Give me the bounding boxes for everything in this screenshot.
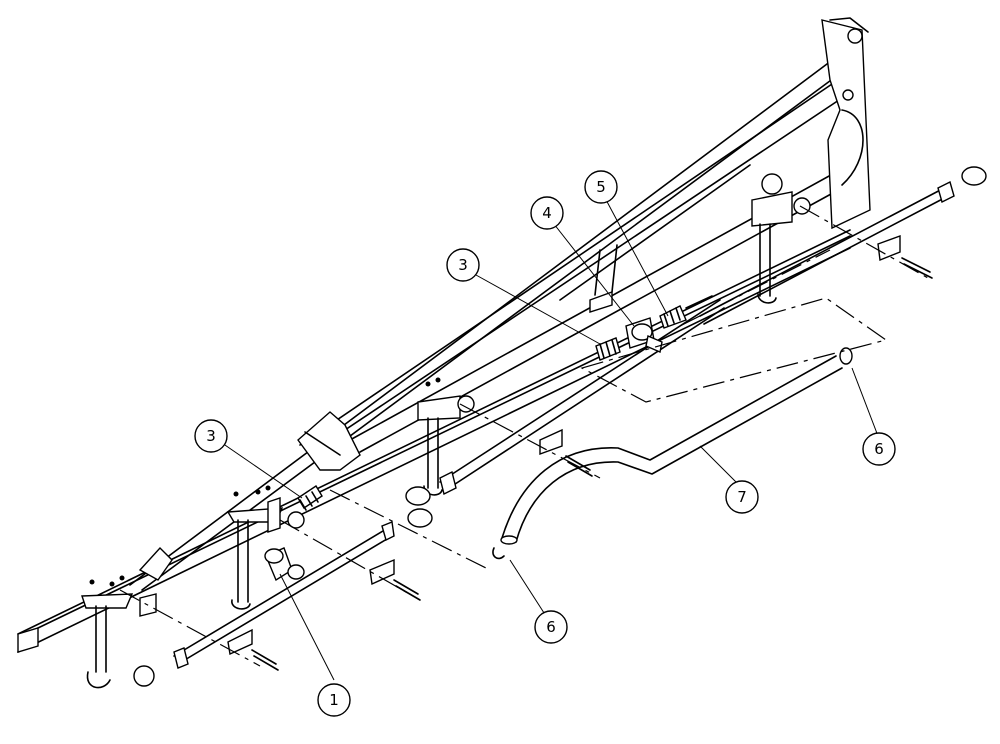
callout-7: 7 — [725, 480, 759, 514]
hose-assembly — [492, 347, 853, 560]
boom-frame — [17, 17, 871, 653]
callout-3-left: 3 — [194, 419, 228, 453]
hose-barb-fitting-5 — [659, 295, 713, 329]
hose-barb-fitting-left — [297, 485, 323, 511]
pipe-end-cap-lower — [407, 508, 433, 528]
hose-clamp-left — [492, 547, 505, 560]
right-spray-pipe — [699, 166, 987, 325]
hose-barb-fitting-3 — [595, 337, 621, 361]
callout-1: 1 — [317, 683, 351, 717]
right-mount-bracket — [751, 173, 811, 304]
callout-6-bottom-label: 6 — [546, 618, 556, 636]
callout-6-right: 6 — [862, 432, 896, 466]
elbow-fitting-1 — [264, 547, 305, 582]
callout-7-label: 7 — [737, 488, 747, 506]
pipe-end-cap — [133, 665, 155, 687]
leader-lines — [221, 195, 879, 681]
assembly-centerlines — [119, 205, 929, 667]
callout-3-right-label: 3 — [458, 256, 468, 274]
callout-4: 4 — [530, 196, 564, 230]
left-mount-bracket — [81, 575, 157, 689]
callout-5-label: 5 — [596, 178, 606, 196]
callout-3-right: 3 — [446, 248, 480, 282]
callout-6-right-label: 6 — [874, 440, 884, 458]
center-mount-bracket — [417, 377, 475, 496]
callout-5: 5 — [584, 170, 618, 204]
callout-1-label: 1 — [329, 691, 339, 709]
mid-left-mount-bracket — [226, 485, 305, 610]
center-spray-pipe — [405, 299, 725, 528]
hose-clamp-right — [839, 347, 853, 365]
pipe-end-cap-right — [961, 166, 987, 186]
callout-6-bottom: 6 — [534, 610, 568, 644]
callout-3-left-label: 3 — [206, 427, 216, 445]
callout-4-label: 4 — [542, 204, 552, 222]
left-spray-pipe — [133, 521, 421, 687]
pipe-end-cap-upper — [405, 486, 431, 506]
